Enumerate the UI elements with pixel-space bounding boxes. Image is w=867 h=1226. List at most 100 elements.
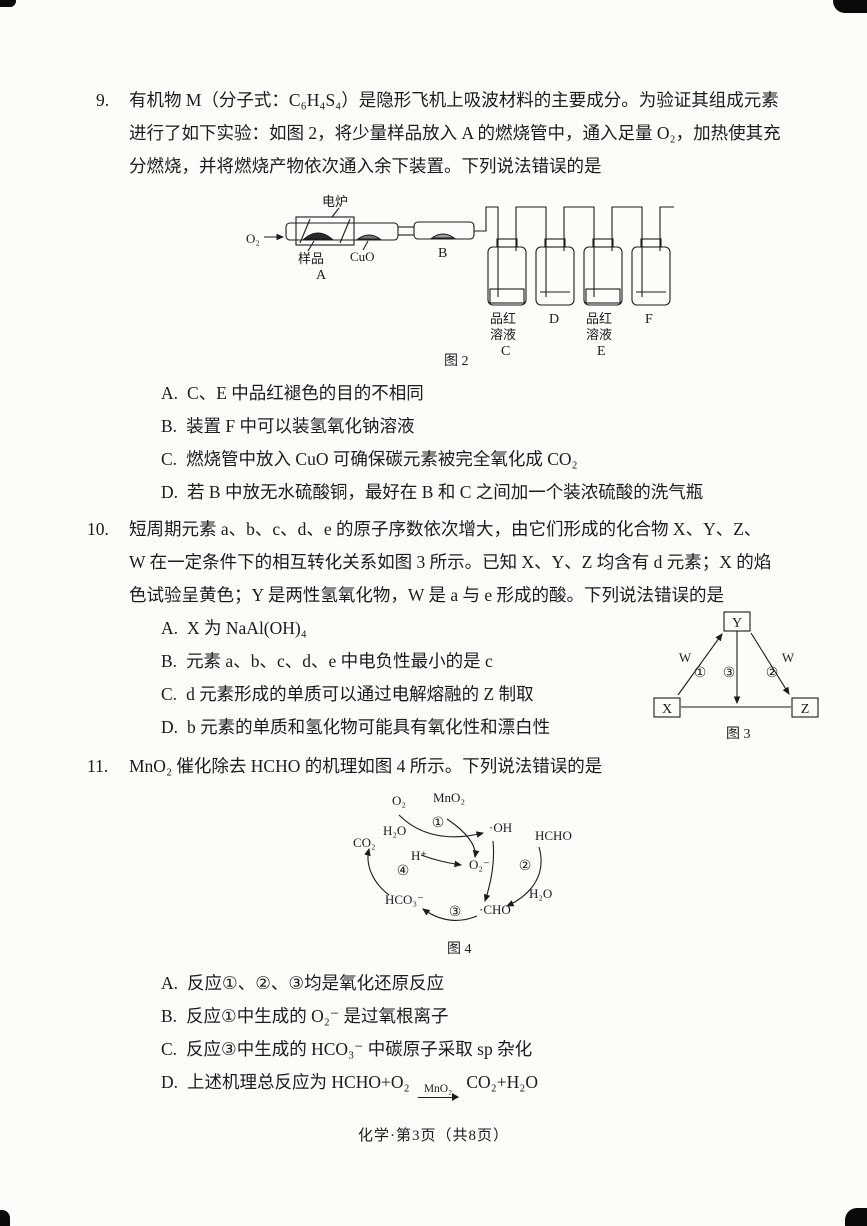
- bottle-f-stopper: [640, 238, 662, 248]
- figure-2-apparatus: 电炉 O₂ 样品 A CuO B: [246, 194, 674, 369]
- hydroxyl-radical-label: ·OH: [489, 820, 512, 835]
- pipe-c-to-d: [515, 206, 547, 297]
- pipe-e-to-f: [611, 206, 643, 297]
- oh-down-arrow: [483, 840, 495, 903]
- option-d: D. 若 B 中放无水硫酸铜，最好在 B 和 C 之间加一个装浓硫酸的洗气瓶: [161, 476, 802, 509]
- catalyst-label: MnO₂: [423, 1083, 453, 1095]
- sample-blob: [302, 232, 334, 240]
- cuo-blob: [356, 234, 382, 240]
- option-label: A.: [161, 383, 179, 403]
- option-a: A. 反应①、②、③均是氧化还原反应: [161, 967, 802, 1000]
- cuo-label: CuO: [350, 249, 375, 264]
- question-10-options: A. X 为 NaAl(OH)₄ B. 元素 a、b、c、d、e 中电负性最小的…: [129, 612, 802, 744]
- gas-washing-bottle-f: [631, 246, 671, 306]
- question-9-stem-line: 进行了如下实验：如图 2，将少量样品放入 A 的燃烧管中，通入足量 O₂，加热使…: [129, 123, 781, 143]
- reaction-3-arrow: [422, 908, 478, 921]
- question-9: 9. 有机物 M（分子式：C₆H₄S₄）是隐形飞机上吸波材料的主要成分。为验证其…: [96, 84, 802, 509]
- gas-washing-bottle-c: [487, 246, 527, 306]
- w-right-label: W: [782, 650, 795, 665]
- question-9-stem-line: 有机物 M（分子式：C₆H₄S₄）是隐形飞机上吸波材料的主要成分。为验证其组成元…: [129, 90, 779, 110]
- combustion-tube: [285, 222, 399, 241]
- option-label: C.: [161, 684, 178, 704]
- step-3-label: ③: [449, 905, 462, 920]
- reaction-arrow: MnO₂: [417, 1083, 459, 1103]
- option-text: 反应①、②、③均是氧化还原反应: [187, 973, 445, 993]
- node-z-label: Z: [801, 702, 810, 717]
- bottle-e-liquid: [585, 288, 621, 304]
- figure-3-conversion-diagram: Y X Z W ① ③ ② W 图 3: [653, 611, 819, 742]
- option-text: 反应①中生成的 O₂⁻ 是过氧根离子: [186, 1006, 449, 1026]
- gas-washing-bottle-e: [583, 246, 623, 306]
- option-label: D.: [161, 1072, 179, 1092]
- option-b: B. 反应①中生成的 O₂⁻ 是过氧根离子: [161, 1000, 802, 1033]
- option-text: 元素 a、b、c、d、e 中电负性最小的是 c: [186, 651, 493, 671]
- bottle-c-label: C: [501, 344, 510, 359]
- step-1-label: ①: [694, 666, 707, 681]
- reaction-1-arrow: [398, 814, 485, 838]
- option-d: D. 上述机理总反应为 HCHO+O₂ MnO₂ CO₂+H₂O: [161, 1066, 802, 1103]
- figure-4-caption: 图 4: [447, 942, 472, 957]
- tube-b-contents: [430, 233, 456, 239]
- pipe-to-bottle-c: [474, 206, 499, 297]
- bottle-e-label: E: [597, 344, 606, 359]
- option-c: C. 燃烧管中放入 CuO 可确保碳元素被完全氧化成 CO₂: [161, 443, 802, 476]
- furnace-leader-line: [331, 207, 340, 218]
- furnace-hatch: [299, 218, 311, 244]
- bottle-d-label: D: [549, 312, 559, 327]
- question-10-stem-line: W 在一定条件下的相互转化关系如图 3 所示。已知 X、Y、Z 均含有 d 元素…: [129, 552, 772, 572]
- option-label: A.: [161, 618, 179, 638]
- mno2-label: MnO₂: [433, 790, 465, 805]
- furnace-label: 电炉: [322, 194, 348, 209]
- bottle-e-solution-label: 溶液: [586, 327, 612, 342]
- hcho-label: HCHO: [535, 828, 572, 843]
- bottle-e-solution-label: 品红: [586, 311, 612, 326]
- pipe-d-to-e: [563, 206, 595, 297]
- option-label: D.: [161, 482, 179, 502]
- arrow-shaft: [417, 1092, 459, 1103]
- co2-label: CO₂: [353, 835, 376, 850]
- hco3-label: HCO₃⁻: [385, 892, 424, 907]
- step-2-label: ②: [519, 859, 532, 874]
- question-10-number: 10.: [87, 519, 109, 539]
- question-10-stem-line: 色试验呈黄色；Y 是两性氢氧化物，W 是 a 与 e 形成的酸。下列说法错误的是: [129, 585, 724, 605]
- option-text: 反应③中生成的 HCO₃⁻ 中碳原子采取 sp 杂化: [186, 1039, 533, 1059]
- cuo-leader-line: [362, 240, 369, 251]
- reaction-text-after: CO₂+H₂O: [466, 1072, 539, 1092]
- question-11-stem-line: MnO₂ 催化除去 HCHO 的机理如图 4 所示。下列说法错误的是: [129, 756, 603, 776]
- x-to-y-arrow: [677, 633, 723, 696]
- bottle-d-stopper: [544, 238, 566, 248]
- question-10-stem-line: 短周期元素 a、b、c、d、e 的原子序数依次增大，由它们形成的化合物 X、Y、…: [129, 519, 762, 539]
- page-footer: 化学·第3页（共8页）: [358, 1128, 509, 1144]
- page-content: 9. 有机物 M（分子式：C₆H₄S₄）是隐形飞机上吸波材料的主要成分。为验证其…: [87, 84, 819, 1103]
- option-label: B.: [161, 416, 178, 436]
- option-b: B. 装置 F 中可以装氢氧化钠溶液: [161, 410, 802, 443]
- sample-label: 样品: [298, 251, 324, 266]
- option-text: b 元素的单质和氢化物可能具有氧化性和漂白性: [187, 717, 551, 737]
- option-text: 若 B 中放无水硫酸铜，最好在 B 和 C 之间加一个装浓硫酸的洗气瓶: [187, 482, 704, 502]
- option-text: C、E 中品红褪色的目的不相同: [187, 383, 424, 403]
- reaction-text-before: 上述机理总反应为 HCHO+O₂: [187, 1072, 410, 1092]
- step-1-label: ①: [432, 816, 445, 831]
- step-3-label: ③: [723, 666, 736, 681]
- w-left-label: W: [679, 650, 692, 665]
- node-x-label: X: [662, 702, 672, 717]
- option-c: C. d 元素形成的单质可以通过电解熔融的 Z 制取: [161, 678, 802, 711]
- option-label: A.: [161, 973, 179, 993]
- question-11-number: 11.: [87, 756, 109, 776]
- option-label: C.: [161, 449, 178, 469]
- tube-a-label: A: [316, 268, 327, 283]
- step-2-label: ②: [766, 666, 779, 681]
- h-plus-label: H⁺: [411, 848, 427, 863]
- h-plus-arrow: [420, 854, 463, 868]
- o2-label: O₂: [392, 793, 406, 808]
- option-text: 上述机理总反应为 HCHO+O₂ MnO₂ CO₂+H₂O: [187, 1066, 539, 1103]
- cho-radical-label: ·CHO: [479, 902, 511, 917]
- question-11: 11. MnO₂ 催化除去 HCHO 的机理如图 4 所示。下列说法错误的是 O…: [87, 750, 802, 1103]
- h2o-bottom-label: H₂O: [529, 886, 552, 901]
- figure-3-caption: 图 3: [726, 727, 751, 742]
- bottle-c-solution-label: 溶液: [490, 327, 516, 342]
- option-d: D. b 元素的单质和氢化物可能具有氧化性和漂白性: [161, 711, 802, 744]
- bottle-c-solution-label: 品红: [490, 311, 516, 326]
- question-9-options: A. C、E 中品红褪色的目的不相同 B. 装置 F 中可以装氢氧化钠溶液 C.…: [129, 377, 802, 509]
- option-c: C. 反应③中生成的 HCO₃⁻ 中碳原子采取 sp 杂化: [161, 1033, 802, 1066]
